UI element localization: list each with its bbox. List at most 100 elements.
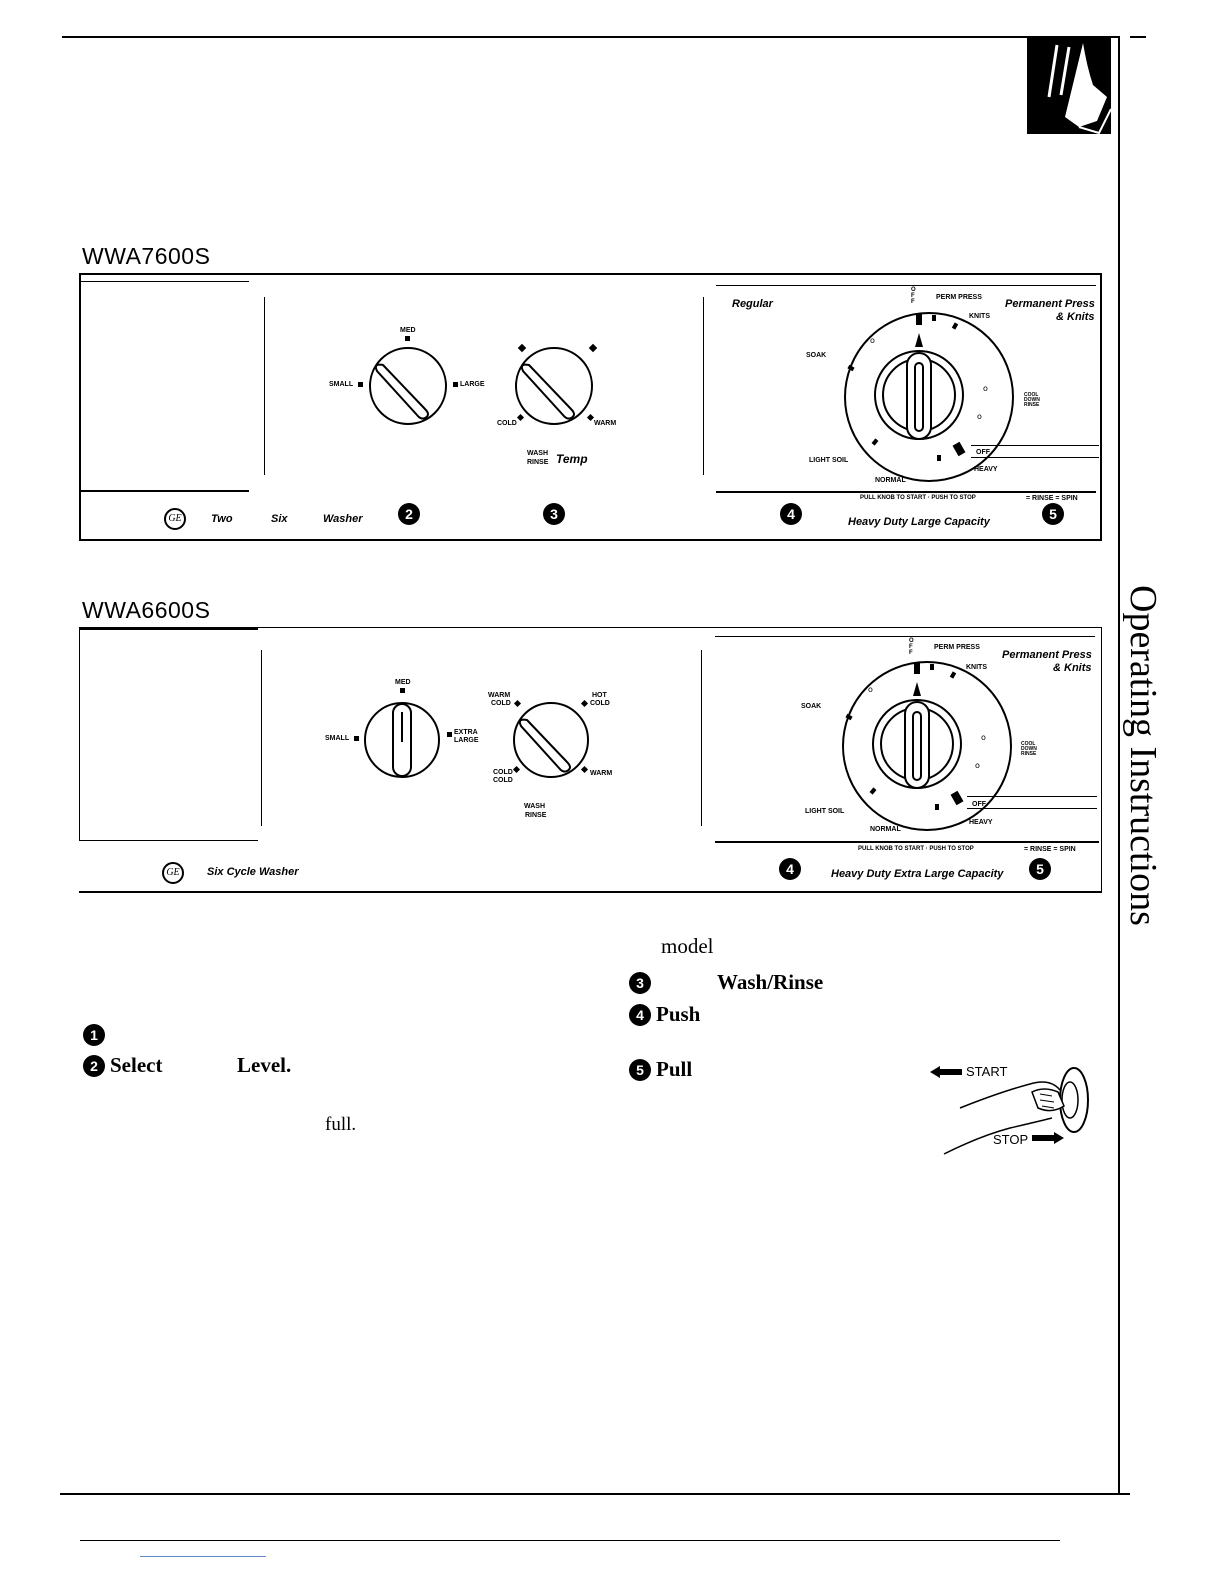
temp-label-cold-topright: COLD bbox=[590, 700, 610, 707]
cycle-heading-regular: Regular bbox=[732, 298, 773, 310]
step-badge-4: 4 bbox=[779, 858, 801, 880]
temp-caption-rinse: RINSE bbox=[527, 459, 549, 466]
load-marker bbox=[453, 382, 458, 387]
step-badge-5: 5 bbox=[1029, 858, 1051, 880]
panel-divider bbox=[264, 297, 265, 475]
cycle-label-permpress: PERM PRESS bbox=[936, 294, 982, 301]
cycle-label-knits: KNITS bbox=[969, 313, 990, 320]
cycle-label-cooldown: COOL DOWN RINSE bbox=[1024, 392, 1040, 408]
load-label-med: MED bbox=[395, 679, 411, 686]
model-name-2: WWA6600S bbox=[82, 597, 211, 623]
step-badge-3: 3 bbox=[543, 503, 565, 525]
step-badge-5: 5 bbox=[1042, 503, 1064, 525]
cycle-area-top-rule bbox=[716, 285, 1096, 286]
off-line bbox=[967, 808, 1097, 809]
load-size-knob[interactable] bbox=[360, 698, 444, 782]
top-rule bbox=[62, 36, 1120, 38]
cycle-label-normal: NORMAL bbox=[875, 477, 906, 484]
temp-knob[interactable] bbox=[511, 343, 597, 429]
capacity-label: Heavy Duty Large Capacity bbox=[848, 516, 990, 528]
step-4-word: Push bbox=[656, 1002, 701, 1026]
step-5-badge: 5 bbox=[629, 1059, 651, 1081]
panel-divider bbox=[261, 650, 262, 826]
cycle-label-off-2: OFF bbox=[972, 801, 986, 808]
step-2-word-select: Select bbox=[110, 1053, 163, 1077]
step-3-word: Wash/Rinse bbox=[717, 970, 824, 994]
start-label: START bbox=[966, 1064, 1008, 1079]
start-arrow-icon bbox=[930, 1066, 940, 1078]
cycle-instruction: PULL KNOB TO START · PUSH TO STOP bbox=[858, 846, 974, 852]
model-name-1: WWA7600S bbox=[82, 243, 211, 269]
cycle-legend: = RINSE = SPIN bbox=[1026, 495, 1078, 502]
temp-caption-word: Temp bbox=[556, 452, 588, 466]
panel-left-box bbox=[79, 628, 258, 841]
cycle-label-lightsoil: LIGHT SOIL bbox=[805, 808, 845, 815]
cycle-label-lightsoil: LIGHT SOIL bbox=[809, 457, 849, 464]
cycle-label-soak: SOAK bbox=[806, 352, 827, 359]
model-word: model bbox=[661, 934, 714, 958]
cycle-label-knits: KNITS bbox=[966, 664, 987, 671]
panel-divider bbox=[703, 297, 704, 475]
load-label-med: MED bbox=[400, 327, 416, 334]
cycle-area-bottom-rule bbox=[715, 841, 1099, 843]
svg-text:o: o bbox=[870, 336, 875, 345]
stop-label: STOP bbox=[993, 1132, 1029, 1147]
temp-label-cold-top: COLD bbox=[491, 700, 511, 707]
cycle-dial[interactable]: o o o bbox=[837, 305, 1021, 489]
stop-arrow-icon bbox=[1054, 1132, 1064, 1144]
temp-label-hot: HOT bbox=[592, 692, 607, 699]
step-5-word: Pull bbox=[656, 1057, 693, 1081]
cycle-label-heavy: HEAVY bbox=[969, 819, 993, 826]
right-vertical-rule bbox=[1118, 36, 1120, 1494]
cycle-dial[interactable]: o o o bbox=[835, 654, 1019, 838]
svg-text:o: o bbox=[977, 412, 982, 421]
brand-text: Six Cycle Washer bbox=[207, 866, 299, 878]
cycle-heading-permpress: Permanent Press bbox=[1002, 649, 1092, 661]
right-rule-short bbox=[1130, 36, 1146, 38]
load-marker bbox=[447, 732, 452, 737]
off-line bbox=[967, 796, 1097, 797]
hand-on-knob-illustration bbox=[943, 1067, 1089, 1155]
step-1-badge: 1 bbox=[83, 1024, 105, 1046]
step-badge-2: 2 bbox=[398, 503, 420, 525]
hand-pointing-icon bbox=[1027, 37, 1112, 135]
brand-word-washer: Washer bbox=[323, 513, 363, 525]
temp-caption-wash: WASH bbox=[527, 450, 548, 457]
temp-knob[interactable] bbox=[509, 698, 593, 782]
cycle-label-cooldown: COOL DOWN RINSE bbox=[1021, 741, 1037, 757]
cycle-label-permpress: PERM PRESS bbox=[934, 644, 980, 651]
cycle-instruction: PULL KNOB TO START · PUSH TO STOP bbox=[860, 495, 976, 501]
footer-link-line bbox=[140, 1556, 266, 1557]
brand-word-two: Two bbox=[211, 513, 233, 525]
ge-logo: GE bbox=[164, 508, 186, 530]
off-line bbox=[971, 457, 1099, 458]
load-marker bbox=[358, 382, 363, 387]
side-title: Operating Instructions bbox=[1122, 585, 1164, 926]
svg-text:o: o bbox=[981, 733, 986, 742]
stop-arrow-bar bbox=[1032, 1135, 1054, 1141]
control-panel-2: MED SMALL EXTRA LARGE WARM COLD HOT COLD… bbox=[79, 627, 1102, 893]
control-panel-1: MED SMALL LARGE COLD WARM WASH RINSE Tem… bbox=[79, 273, 1102, 541]
load-label-small: SMALL bbox=[325, 735, 350, 742]
panel-left-box bbox=[81, 281, 249, 492]
step-2-word-level: Level. bbox=[237, 1053, 292, 1077]
temp-caption-rinse: RINSE bbox=[525, 812, 547, 819]
capacity-label: Heavy Duty Extra Large Capacity bbox=[831, 868, 1004, 880]
cycle-area-bottom-rule bbox=[716, 491, 1096, 493]
load-label-extra: EXTRA bbox=[454, 729, 478, 736]
step-2-trailing: full. bbox=[325, 1114, 357, 1135]
svg-text:o: o bbox=[983, 384, 988, 393]
step-badge-4: 4 bbox=[780, 503, 802, 525]
cycle-heading-knits: & Knits bbox=[1053, 662, 1092, 674]
temp-label-cold-bottom: COLD bbox=[493, 769, 513, 776]
svg-text:o: o bbox=[868, 685, 873, 694]
brand-word-six: Six bbox=[271, 513, 288, 525]
footer-rule bbox=[80, 1540, 1060, 1541]
step-2-badge: 2 bbox=[83, 1055, 105, 1077]
temp-label-cold-bottom-2: COLD bbox=[493, 777, 513, 784]
load-label-large: LARGE bbox=[460, 381, 485, 388]
ge-logo: GE bbox=[162, 862, 184, 884]
load-size-knob[interactable] bbox=[365, 343, 451, 429]
load-marker bbox=[400, 688, 405, 693]
